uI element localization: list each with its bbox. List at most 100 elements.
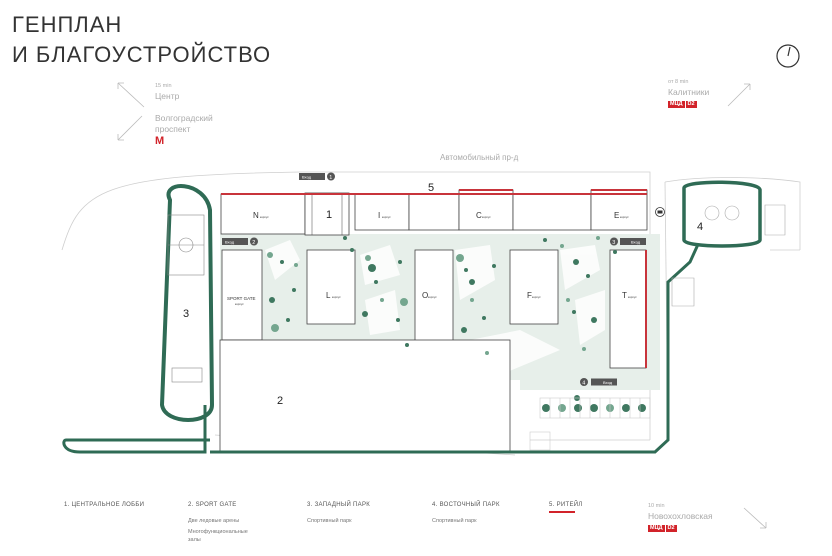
mcd-badge-bottom: МЦД [648,525,665,532]
building-l [306,249,356,325]
entry-2-label: Вход [225,240,235,245]
direction-road: Волгоградский проспект M [155,113,213,147]
building-label-l: L [326,291,331,300]
road-label: Автомобильный пр-д [440,153,519,162]
tree [638,404,646,412]
tree [543,238,547,242]
legend-west-park: 3. ЗАПАДНЫЙ ПАРК Спортивный парк [307,502,417,526]
tree [400,298,408,306]
compass-icon [776,44,800,68]
entry-markers: Вход 1 Вход 2 3 Вход 4 Вход [222,172,646,386]
tree [267,252,273,258]
direction-kalitniki-label: Калитники [668,87,710,97]
lobby-hatch [311,193,343,235]
metro-icon: M [155,135,165,147]
building-label-o: O [422,291,428,300]
zone-number-3: 3 [183,308,189,320]
building-i [354,193,410,231]
tree [482,316,486,320]
tree [586,274,590,278]
building-small-f: корпус [532,295,541,299]
mcd-line-badge-bottom: D2 [665,525,677,532]
entry-4: 4 Вход [580,378,617,386]
building-small-t: корпус [628,295,637,299]
legend-lobby-title: 1. ЦЕНТРАЛЬНОЕ ЛОББИ [64,502,145,508]
tree [573,259,579,265]
direction-novo-time: 10 min [648,503,665,509]
entry-3-num: 3 [612,240,615,246]
direction-novo-label: Новохохловская [648,511,713,521]
building-label-f: F [527,291,532,300]
zone-number-4: 4 [697,221,703,233]
building-small-l: корпус [332,295,341,299]
building-label-c: C [476,211,482,220]
legend-lobby: 1. ЦЕНТРАЛЬНОЕ ЛОББИ [64,502,174,508]
tree [470,298,474,302]
direction-kalitniki-time: от 8 min [668,79,689,85]
legend-retail-swatch [549,511,575,513]
tree [365,255,371,261]
sport-gate-small: корпус [235,302,244,306]
legend-sport-gate: 2. SPORT GATE Две ледовые арены Многофун… [188,502,298,544]
tree [558,404,566,412]
tree [582,347,586,351]
tree [572,310,576,314]
entry-2-num: 2 [252,240,255,246]
mcd-badge: МЦД [668,101,685,108]
building-label-i: I [378,211,380,220]
building-small-i: корпус [382,215,391,219]
building-sport-gate [221,249,263,341]
entry-1: Вход 1 [299,172,335,181]
legend-sport-gate-sub-1: Две ледовые арены [188,518,240,524]
zone-number-2: 2 [277,395,283,407]
building-small-c: корпус [482,215,491,219]
east-park-path [682,180,762,248]
tree [271,324,279,332]
direction-center-label: Центр [155,91,180,101]
building-label-e: E [614,211,619,220]
building-between2 [512,193,592,231]
tree [350,248,354,252]
title-line-2: И БЛАГОУСТРОЙСТВО [12,42,272,67]
tree [622,404,630,412]
building-between [408,193,460,231]
zone-2-block [219,339,511,453]
tree [380,298,384,302]
tree [596,236,600,240]
legend-east-park-sub: Спортивный парк [432,518,477,524]
sports-field [167,214,205,383]
tree [343,236,347,240]
parking-east [529,397,651,451]
legend-west-park-title: 3. ЗАПАДНЫЙ ПАРК [307,502,371,508]
tree [560,244,564,248]
building-t [609,249,647,369]
buildings [219,189,648,453]
legend-east-park: 4. ВОСТОЧНЫЙ ПАРК Спортивный парк [432,502,542,526]
title-line-1: ГЕНПЛАН [12,12,123,37]
tree [294,263,298,267]
tree [456,254,464,262]
entry-2: Вход 2 [222,237,258,246]
legend-retail: 5. РИТЕЙЛ [549,502,659,513]
tree [464,268,468,272]
page-title: ГЕНПЛАН И БЛАГОУСТРОЙСТВО [12,10,271,70]
tree [405,343,409,347]
direction-center-time: 15 min [155,83,172,89]
tree [485,351,489,355]
building-n [220,193,306,235]
entry-3-label: Вход [631,240,641,245]
direction-center: 15 min Центр [155,80,179,102]
entry-4-num: 4 [582,380,585,386]
zone-number-5: 5 [428,182,434,194]
tree [362,311,368,317]
tree [591,317,597,323]
entry-3: 3 Вход [610,237,646,246]
building-label-t: T [622,291,627,300]
entry-4-label: Вход [603,380,613,385]
direction-road-line1: Волгоградский [155,113,213,123]
building-e [590,189,648,231]
mcd-line-badge: D2 [685,101,697,108]
zone-numbers: 1 2 3 4 5 [183,182,703,407]
